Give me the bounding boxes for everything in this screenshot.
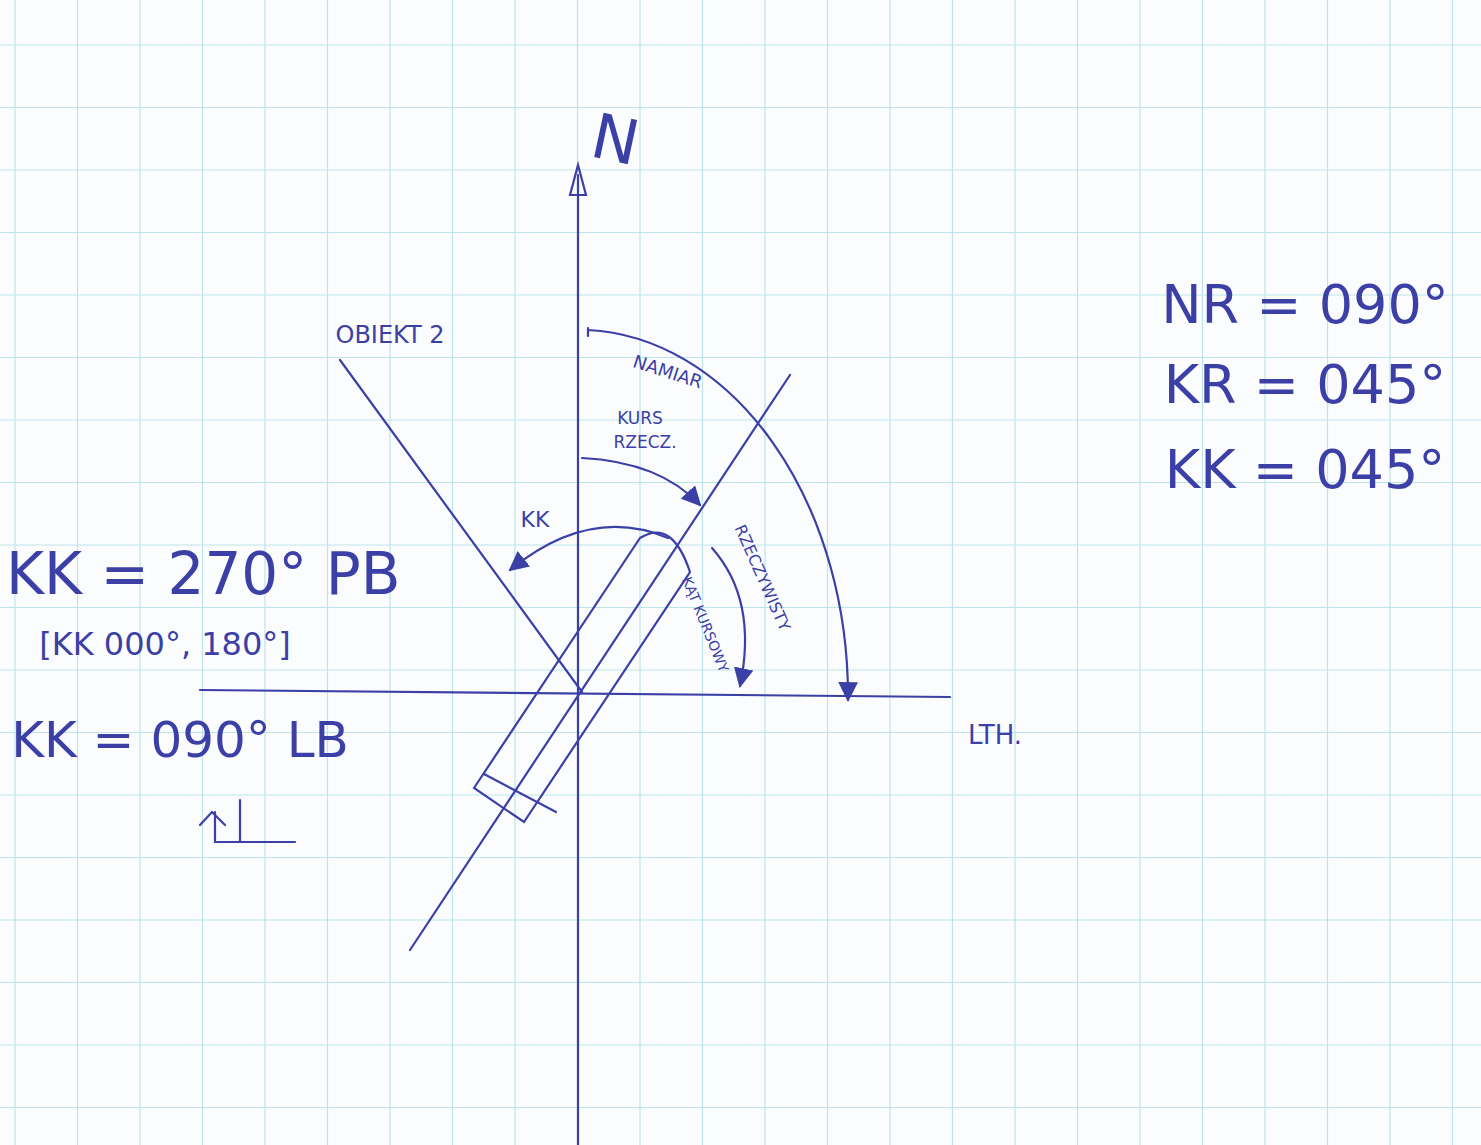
north-arrowhead xyxy=(570,165,586,195)
true-bearing-arc xyxy=(588,328,848,700)
ship-outline xyxy=(474,533,690,822)
grid-line xyxy=(0,857,1481,858)
arc-label: KĄT KURSOWY xyxy=(679,575,731,675)
grid-line xyxy=(0,169,1481,170)
north-label: N xyxy=(585,102,645,178)
true-course-arc xyxy=(582,458,700,505)
arc-label: RZECZYWISTY xyxy=(731,522,794,634)
grid-line xyxy=(1264,0,1265,1145)
object-label: OBIEKT 2 xyxy=(335,322,444,348)
grid-line xyxy=(0,919,1481,920)
grid-line xyxy=(1327,0,1328,1145)
ship-stern xyxy=(484,774,556,812)
grid-line xyxy=(1014,0,1015,1145)
left-turn-mark xyxy=(239,800,241,842)
arc-label: KK xyxy=(521,508,550,532)
grid-line xyxy=(1452,0,1453,1145)
grid-line xyxy=(0,232,1481,233)
axis-label: LTH. xyxy=(968,721,1022,750)
grid-line xyxy=(514,0,515,1145)
grid-line xyxy=(0,419,1481,420)
grid-line xyxy=(0,669,1481,670)
range-note: [KK 000°, 180°] xyxy=(39,627,291,662)
bearing-line-object-2 xyxy=(340,360,582,692)
grid-line xyxy=(0,1044,1481,1045)
grid-line xyxy=(889,0,890,1145)
heading-line xyxy=(410,375,790,950)
grid-line xyxy=(1202,0,1203,1145)
value-note: NR = 090° xyxy=(1161,275,1449,334)
grid-line xyxy=(1139,0,1140,1145)
grid-line xyxy=(452,0,453,1145)
north-axis xyxy=(577,175,579,1145)
grid-line xyxy=(1077,0,1078,1145)
formula-note: KK = 090° LB xyxy=(11,713,349,768)
grid-line xyxy=(0,1107,1481,1108)
grid-line xyxy=(1389,0,1390,1145)
grid-line xyxy=(827,0,828,1145)
arc-label: KURS xyxy=(617,409,663,428)
grid-line xyxy=(952,0,953,1145)
relative-bearing-arc xyxy=(510,527,668,570)
grid-line xyxy=(639,0,640,1145)
arc-label: RZECZ. xyxy=(613,433,676,452)
formula-note: KK = 270° PB xyxy=(6,543,400,607)
value-note: KK = 045° xyxy=(1165,440,1445,499)
grid-line xyxy=(0,607,1481,608)
grid-line xyxy=(0,794,1481,795)
east-axis xyxy=(200,690,950,697)
grid-line xyxy=(0,982,1481,983)
left-turn-arrow xyxy=(200,812,295,842)
grid-line xyxy=(0,107,1481,108)
value-note: KR = 045° xyxy=(1164,355,1447,414)
grid-line xyxy=(702,0,703,1145)
grid-line xyxy=(0,44,1481,45)
